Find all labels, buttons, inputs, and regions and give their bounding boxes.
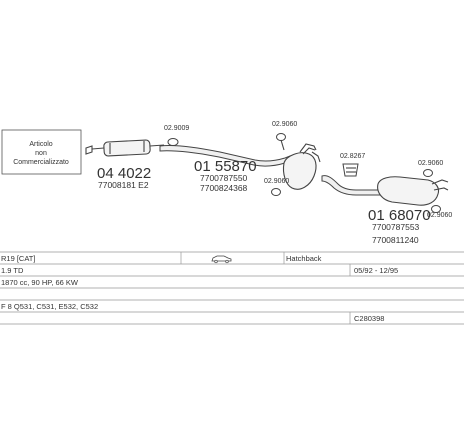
rear-silencer-number: 01 68070	[368, 207, 431, 224]
front-silencer-oem: 77008181 E2	[98, 180, 149, 190]
rear-silencer-part[interactable]: 01 68070 7700787553 7700811240	[321, 175, 449, 245]
model-cell: R19 [CAT]	[1, 254, 35, 263]
clamp-3[interactable]: 02.9060	[264, 178, 289, 196]
clamp-4-number: 02.8267	[340, 153, 365, 160]
hatchback-car-icon	[211, 255, 232, 264]
clamp-5-number: 02.9060	[418, 160, 443, 167]
clamp-6-number: 02.9060	[427, 212, 452, 219]
note-line-1: Articolo	[29, 141, 52, 148]
middle-pipe-part[interactable]: 01 55870 7700787550 7700824368	[159, 143, 321, 193]
rear-silencer-oem-2: 7700811240	[372, 235, 419, 245]
clamp-2-number: 02.9060	[272, 121, 297, 128]
middle-pipe-number: 01 55870	[194, 158, 257, 175]
note-line-2: non	[35, 150, 47, 157]
clamp-1[interactable]: 02.9009	[164, 125, 189, 146]
not-sold-note-box: Articolo non Commercializzato	[1, 129, 82, 175]
middle-pipe-oem-2: 7700824368	[200, 183, 248, 193]
engine-codes-cell: F 8 Q531, C531, E532, C532	[1, 302, 98, 311]
engine-cell: 1.9 TD	[1, 266, 24, 275]
clamp-2[interactable]: 02.9060	[272, 121, 297, 151]
front-silencer-part[interactable]: 04 4022 77008181 E2	[85, 139, 165, 190]
engine-spec-cell: 1870 cc, 90 HP, 66 KW	[1, 278, 79, 287]
clamp-1-number: 02.9009	[164, 125, 189, 132]
clamp-5[interactable]: 02.9060	[418, 160, 443, 177]
note-line-3: Commercializzato	[13, 159, 69, 166]
rear-silencer-oem-1: 7700787553	[372, 222, 420, 232]
catalog-code-cell: C280398	[354, 314, 384, 323]
years-cell: 05/92 - 12/95	[354, 266, 398, 275]
clamp-6[interactable]: 02.9060	[427, 205, 452, 220]
middle-pipe-oem-1: 7700787550	[200, 173, 248, 183]
clamp-3-number: 02.9060	[264, 178, 289, 185]
application-table: R19 [CAT] Hatchback 1.9 TD 05/92 - 12/95…	[0, 251, 464, 325]
body-type-cell: Hatchback	[286, 254, 322, 263]
front-silencer-number: 04 4022	[97, 165, 151, 182]
clamp-4[interactable]: 02.8267	[340, 153, 365, 177]
